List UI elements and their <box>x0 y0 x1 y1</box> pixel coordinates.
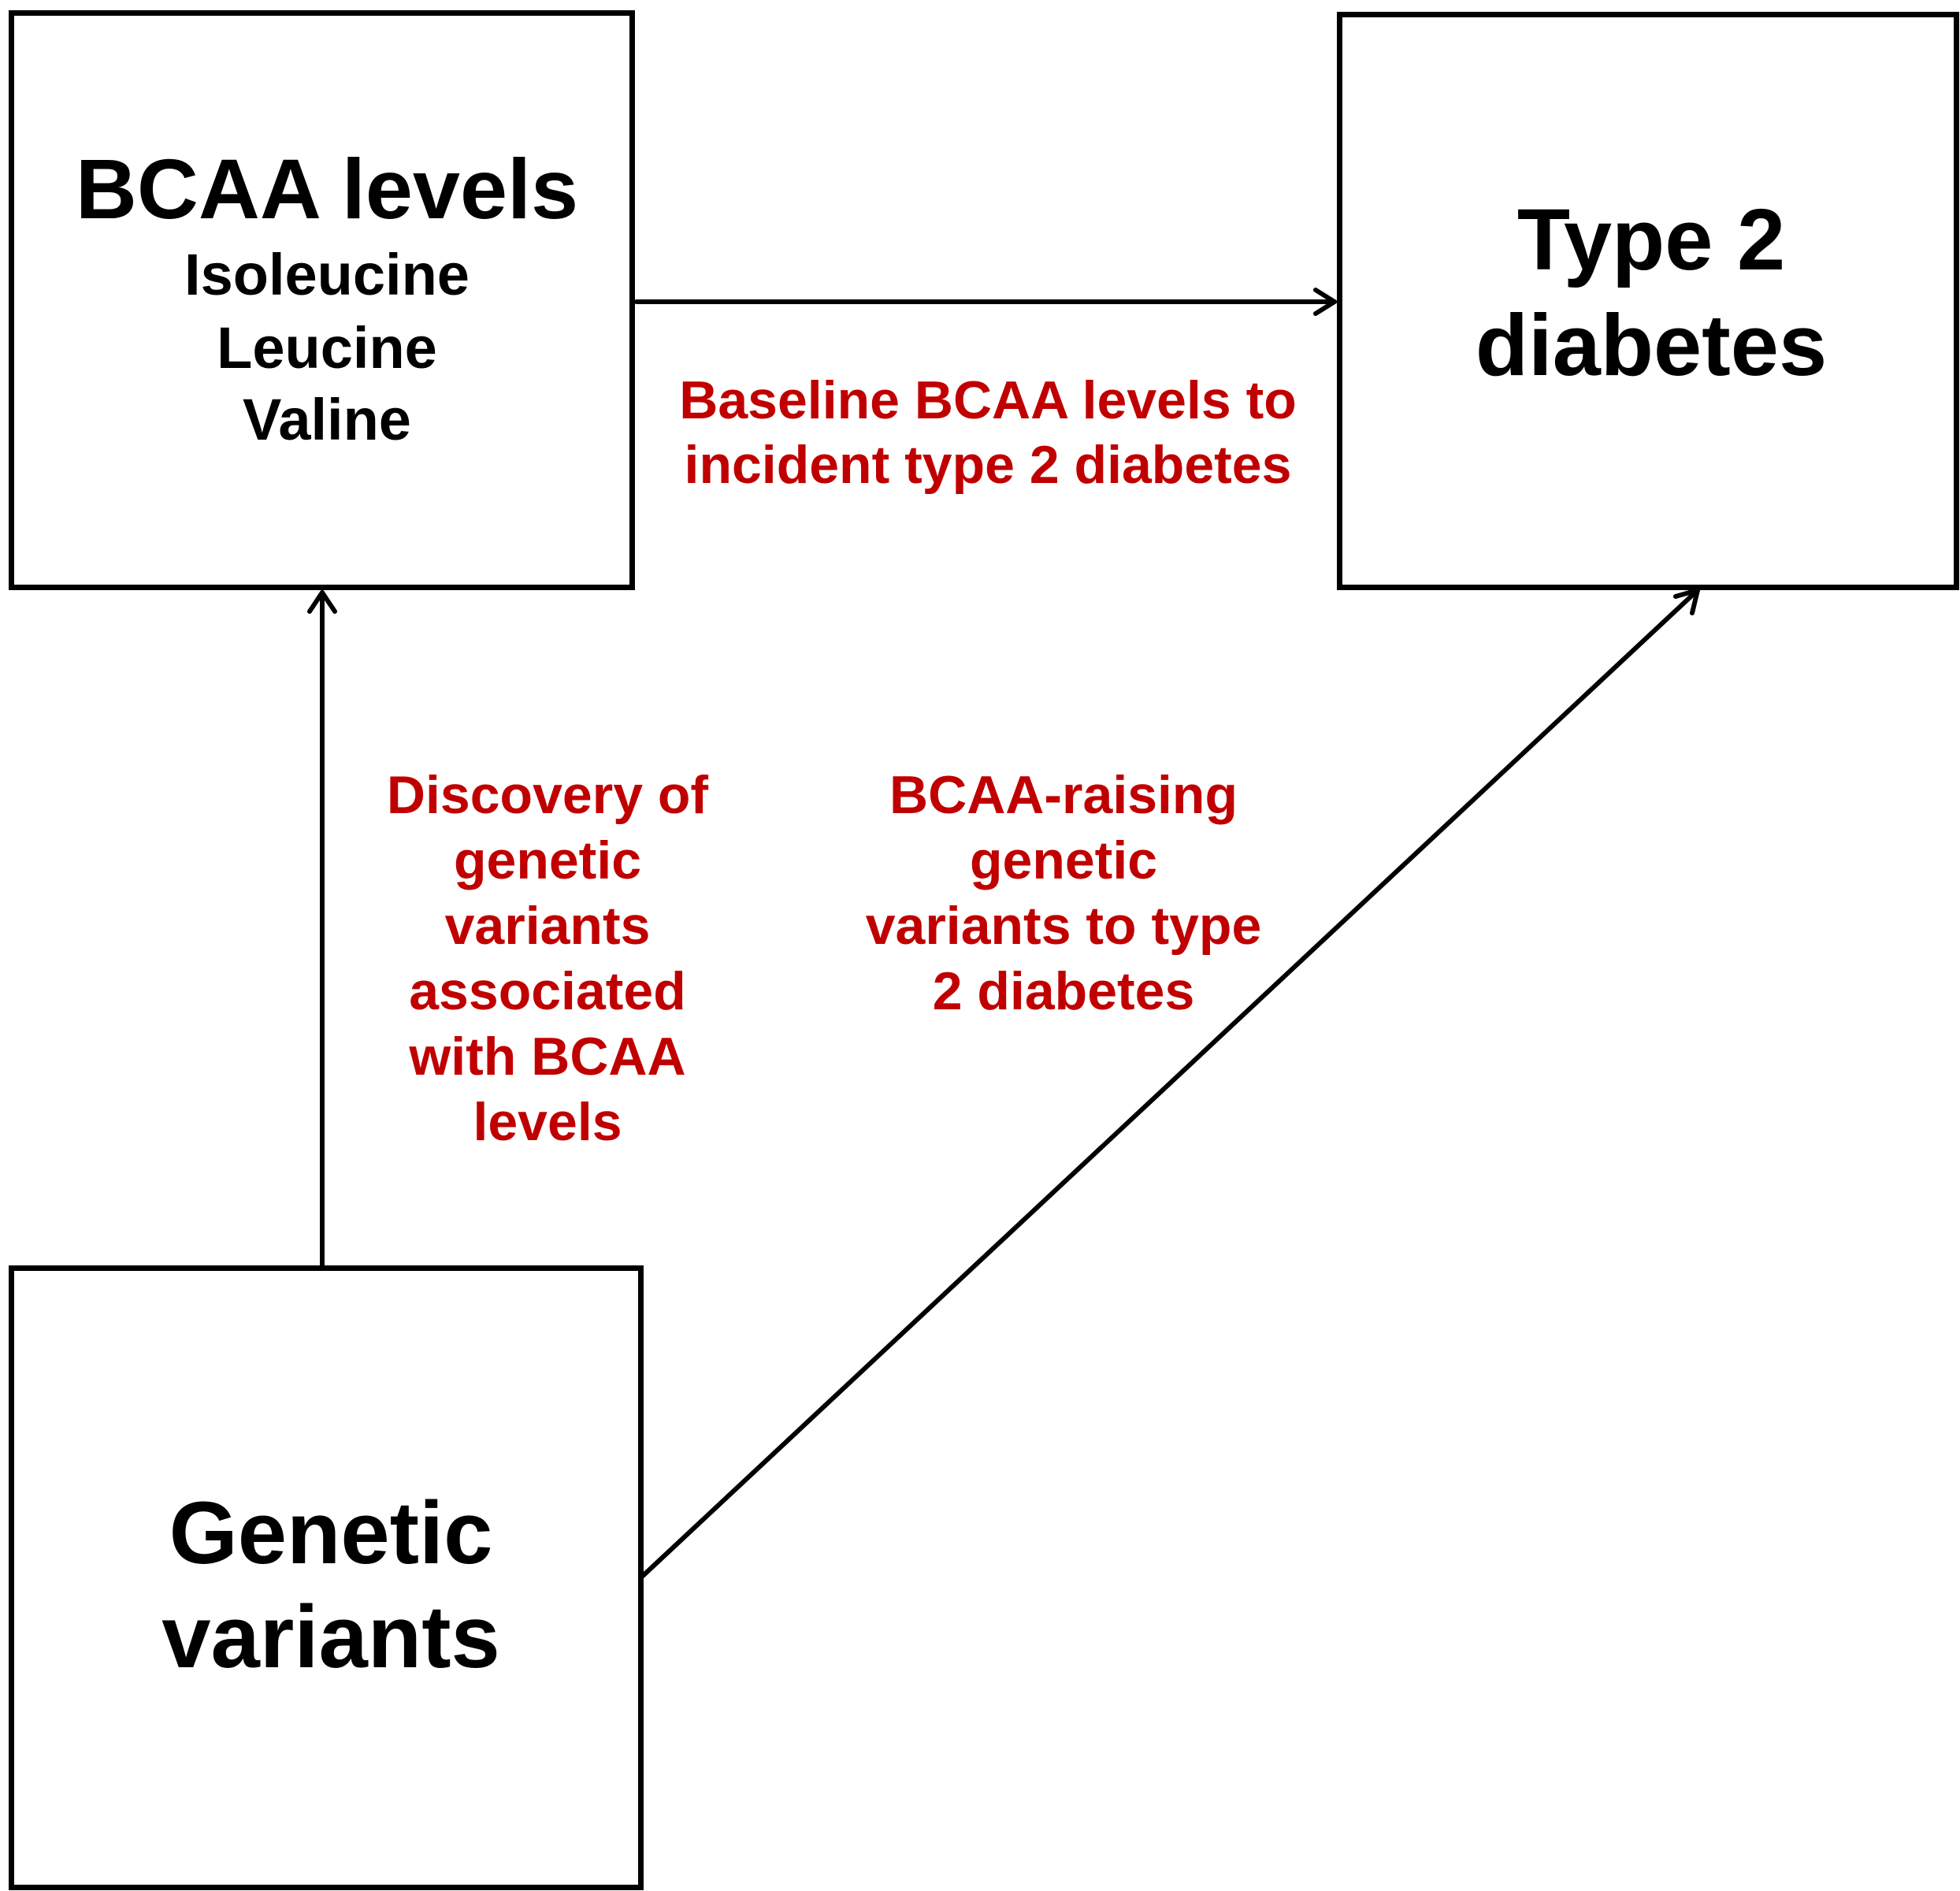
bcaa-node-title: BCAA levels <box>75 141 579 236</box>
genetic-node-title-line: Genetic <box>169 1484 493 1582</box>
edge-label-genetic-to-bcaa: genetic <box>453 830 642 890</box>
arrowhead-icon <box>1313 288 1337 316</box>
edge-label-bcaa-to-t2d: Baseline BCAA levels to <box>679 370 1297 430</box>
edge-label-genetic-to-bcaa: associated <box>409 961 686 1021</box>
arrowhead-icon <box>307 590 337 614</box>
arrow-genetic-to-t2d <box>640 588 1700 1578</box>
arrow-bcaa-to-t2d <box>634 288 1337 316</box>
arrowhead-icon <box>1673 588 1700 615</box>
t2d-node-title-line: Type 2 <box>1516 191 1786 288</box>
edge-label-genetic-to-t2d: variants to type <box>865 896 1262 956</box>
arrow-genetic-to-bcaa <box>307 590 337 1268</box>
node-bcaa-levels <box>9 10 635 590</box>
bcaa-item-valine: Valine <box>243 387 411 452</box>
genetic-node-title-line: variants <box>161 1588 500 1686</box>
node-genetic-variants <box>9 1265 644 1890</box>
bcaa-item-leucine: Leucine <box>217 315 437 381</box>
edge-label-genetic-to-bcaa: variants <box>444 896 651 956</box>
edge-label-genetic-to-t2d: BCAA-raising <box>889 765 1238 825</box>
bcaa-item-isoleucine: Isoleucine <box>184 242 470 307</box>
node-type-2-diabetes <box>1337 12 1959 590</box>
edge-label-genetic-to-bcaa: Discovery of <box>386 765 709 825</box>
edge-label-genetic-to-bcaa: levels <box>473 1092 622 1152</box>
t2d-node-title-line: diabetes <box>1475 297 1828 394</box>
edge-label-genetic-to-t2d: 2 diabetes <box>932 961 1195 1021</box>
edge-label-genetic-to-t2d: genetic <box>969 830 1158 890</box>
edge-label-genetic-to-bcaa: with BCAA <box>409 1027 686 1087</box>
edge-label-bcaa-to-t2d: incident type 2 diabetes <box>684 435 1292 495</box>
